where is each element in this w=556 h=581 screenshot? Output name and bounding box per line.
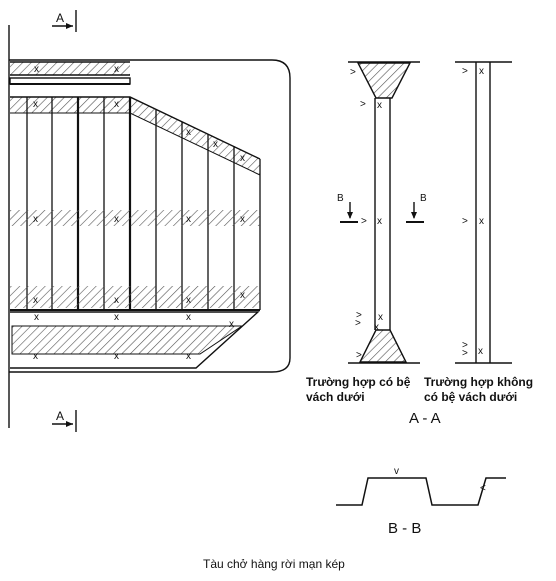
section-bb-profile: [336, 477, 506, 506]
mark-x: x: [33, 295, 38, 306]
mark-x: x: [114, 99, 119, 110]
case-with-stool-line1: Trường hợp có bệ: [306, 375, 411, 389]
mark-x: x: [186, 312, 191, 323]
section-label-b-right: B: [420, 193, 427, 204]
mark-x: x: [240, 290, 245, 301]
mark-x: x: [478, 346, 483, 357]
mark-arrow: >: [462, 66, 468, 77]
mark-x: x: [186, 214, 191, 225]
mark-arrow: >: [350, 67, 356, 78]
mark-x: x: [377, 216, 382, 227]
mark-check: v: [394, 466, 399, 477]
mark-arrow: >: [355, 318, 361, 329]
mark-x: x: [33, 351, 38, 362]
mark-arrow: >: [462, 340, 468, 351]
mark-x: x: [240, 214, 245, 225]
mark-x: x: [186, 295, 191, 306]
section-label-a-top: A: [56, 11, 64, 25]
mark-x: x: [186, 351, 191, 362]
mark-x: x: [479, 66, 484, 77]
mark-x: x: [114, 295, 119, 306]
section-bb-title: B - B: [388, 520, 421, 537]
mark-x: x: [377, 100, 382, 111]
section-aa-without-stool-marks: > x > x > > x: [462, 66, 484, 359]
section-label-b-left: B: [337, 193, 344, 204]
mark-arrow: >: [356, 350, 362, 361]
section-marker-a-top: [52, 10, 77, 32]
section-aa-with-stool: [340, 61, 424, 364]
mark-x: x: [374, 322, 379, 333]
section-aa-without-stool: [455, 61, 512, 364]
corrugation-lines: [26, 97, 261, 310]
mark-arrow: >: [462, 216, 468, 227]
section-aa-with-stool-marks: > x > > x > x > x >: [350, 67, 383, 361]
mark-x: x: [33, 214, 38, 225]
mark-arrow: >: [361, 216, 367, 227]
lower-stool-outline: [10, 311, 260, 369]
mark-x: x: [240, 153, 245, 164]
case-with-stool-line2: vách dưới: [306, 390, 365, 404]
mark-x: x: [229, 319, 234, 330]
elevation-marks: x x x x x x x x x x x x x x x x x x x x …: [33, 64, 245, 362]
mark-x: x: [34, 312, 39, 323]
upper-hatched-band: [10, 97, 260, 175]
mark-x: x: [33, 99, 38, 110]
mark-x: x: [213, 139, 218, 150]
section-aa-title: A - A: [409, 410, 441, 427]
mark-x: x: [114, 64, 119, 75]
outer-contour: [9, 59, 291, 373]
mark-arrow: >: [356, 310, 362, 321]
mark-x: x: [34, 64, 39, 75]
section-label-a-bottom: A: [56, 409, 64, 423]
case-without-stool-line2: có bệ vách dưới: [424, 390, 517, 404]
mark-arrow: >: [462, 348, 468, 359]
top-hatched-band: [10, 62, 130, 75]
middle-hatched-band: [10, 210, 260, 226]
mark-x: x: [114, 312, 119, 323]
lower-stool-hatched: [11, 325, 244, 355]
mark-arrow-left: <: [480, 483, 486, 494]
case-without-stool-line1: Trường hợp không: [424, 375, 533, 389]
mark-x: x: [114, 351, 119, 362]
bulkhead-elevation: [8, 25, 291, 428]
section-marker-a-bottom: [52, 410, 77, 432]
figure-caption: Tàu chở hàng rời mạn kép: [203, 557, 345, 571]
mark-x: x: [378, 312, 383, 323]
mark-x: x: [114, 214, 119, 225]
lower-hatched-band: [10, 286, 260, 308]
mark-x: x: [479, 216, 484, 227]
mark-arrow: >: [360, 99, 366, 110]
mark-x: x: [186, 127, 191, 138]
